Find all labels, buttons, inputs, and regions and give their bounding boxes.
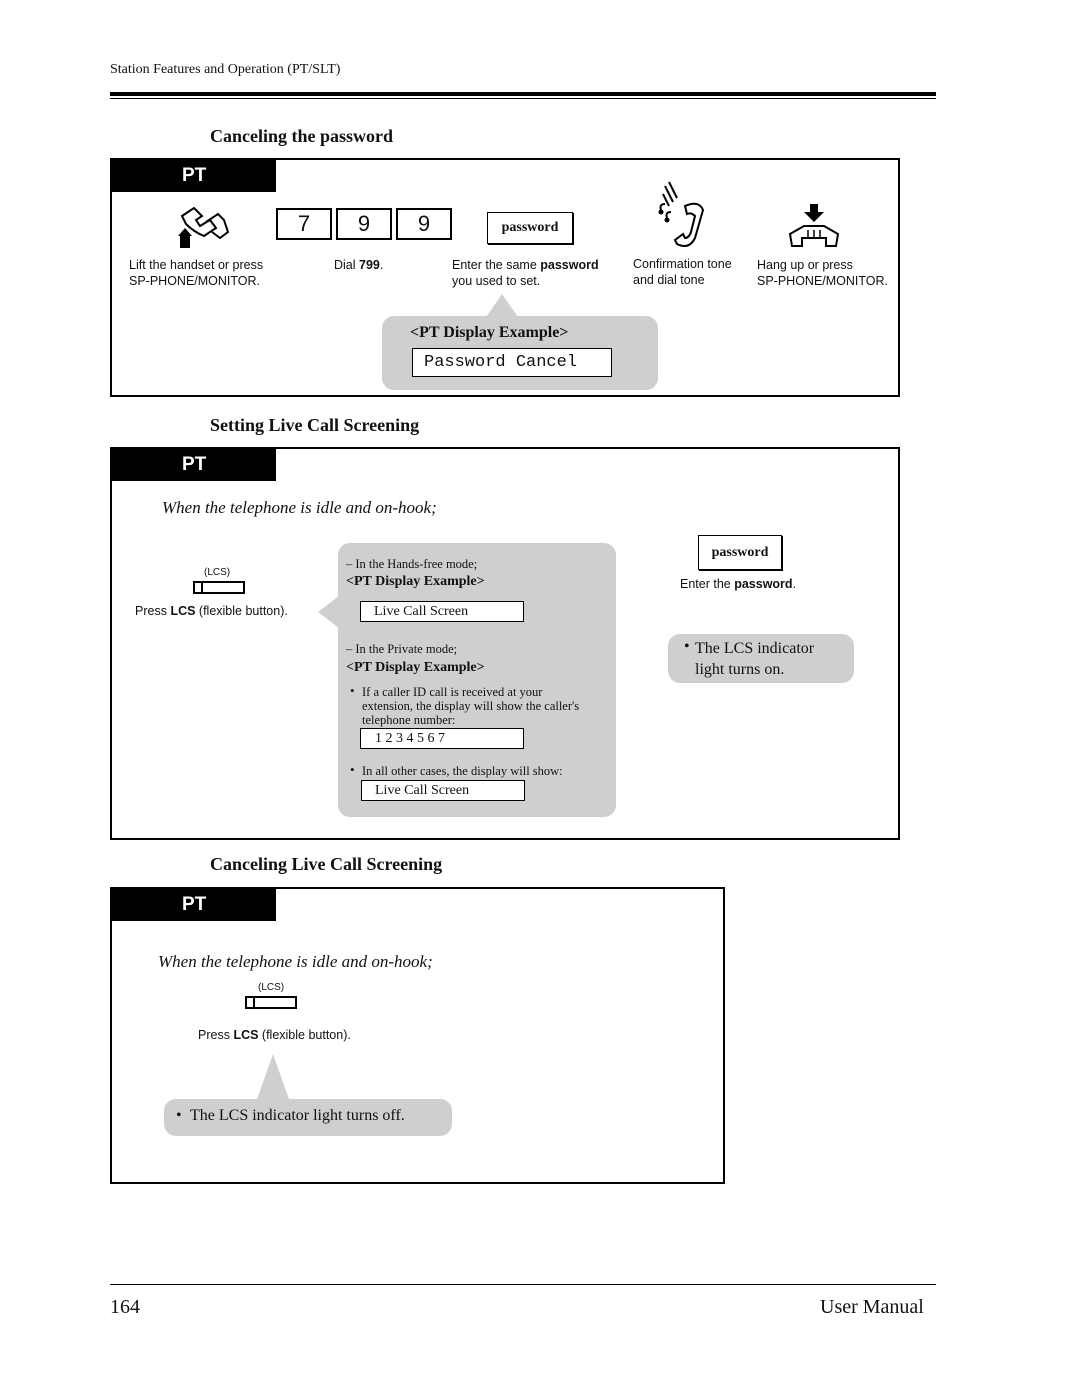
- hang-up-icon: [788, 204, 840, 247]
- caption-tone-line1: Confirmation tone: [633, 257, 732, 271]
- password-entry-box[interactable]: password: [487, 212, 573, 244]
- idle-instruction: When the telephone is idle and on-hook;: [158, 952, 433, 971]
- caller-note-line3: telephone number:: [362, 713, 456, 727]
- section-title-canceling-password: Canceling the password: [210, 126, 394, 146]
- caption-lift-line1: Lift the handset or press: [129, 258, 264, 272]
- press-bold: LCS: [233, 1028, 259, 1042]
- caption-lift-handset: Lift the handset or press SP-PHONE/MONIT…: [129, 257, 263, 289]
- display-example-bubble: <PT Display Example> Password Cancel: [382, 316, 658, 390]
- off-hook-icon: [178, 206, 230, 248]
- caller-note-line2: extension, the display will show the cal…: [362, 699, 580, 713]
- caller-note-line1: If a caller ID call is received at your: [362, 685, 543, 699]
- press-suffix: (flexible button).: [258, 1028, 351, 1042]
- running-header: Station Features and Operation (PT/SLT): [110, 62, 341, 77]
- private-mode: – In the Private mode;: [346, 642, 458, 656]
- display-screen-number: 1 2 3 4 5 6 7: [360, 728, 524, 749]
- caption-enter-prefix: Enter the same: [452, 258, 541, 272]
- password-entry-box[interactable]: password: [698, 535, 782, 570]
- handsfree-mode: – In the Hands-free mode;: [346, 557, 478, 571]
- bullet-indicator: •: [176, 1107, 182, 1124]
- header-rule-thick: [110, 92, 936, 96]
- dial-key-7[interactable]: 7: [276, 208, 332, 240]
- lcs-label: (LCS): [258, 982, 285, 993]
- page-number: 164: [110, 1296, 140, 1318]
- caption-enter-bold: password: [540, 258, 599, 272]
- panel-canceling-password: PT 7 9 9 password Lift the handset or pr…: [110, 158, 900, 397]
- indicator-off-bubble: • The LCS indicator light turns off.: [164, 1099, 452, 1136]
- footer-rule: [110, 1284, 936, 1285]
- caption-dial-suffix: .: [379, 258, 384, 272]
- pt-tab: PT: [112, 160, 276, 192]
- caller-id-note: If a caller ID call is received at your …: [362, 685, 579, 727]
- press-suffix: (flexible button).: [195, 604, 288, 618]
- panel-setting-lcs: PT When the telephone is idle and on-hoo…: [110, 447, 900, 840]
- press-bold: LCS: [170, 604, 196, 618]
- dial-keys: 7 9 9: [276, 208, 452, 240]
- confirmation-tone-icon: [658, 181, 705, 247]
- bullet-indicator: •: [684, 638, 690, 655]
- bubble-pointer-up: [256, 1054, 290, 1102]
- lcs-label: (LCS): [204, 567, 231, 578]
- caption-hang-line2: SP-PHONE/MONITOR.: [757, 274, 889, 288]
- caption-enter-password: Enter the same password you used to set.: [452, 257, 599, 289]
- press-prefix: Press: [135, 604, 171, 618]
- idle-instruction: When the telephone is idle and on-hook;: [162, 498, 437, 517]
- panel-canceling-lcs: PT When the telephone is idle and on-hoo…: [110, 887, 725, 1184]
- press-prefix: Press: [198, 1028, 234, 1042]
- caption-press-lcs: Press LCS (flexible button).: [135, 603, 288, 619]
- display-screen-handsfree: Live Call Screen: [360, 601, 524, 622]
- display-screen-private: Live Call Screen: [361, 780, 525, 801]
- display-example-label: <PT Display Example>: [410, 324, 569, 341]
- bullet-2: •: [350, 762, 355, 777]
- indicator-on-text: The LCS indicator light turns on.: [695, 638, 814, 680]
- bubble-pointer: [484, 294, 520, 320]
- enter-bold: password: [734, 577, 793, 591]
- caption-dial-code: 799: [359, 258, 380, 272]
- caption-enter-line2: you used to set.: [452, 274, 541, 288]
- caption-confirmation-tone: Confirmation tone and dial tone: [633, 256, 732, 288]
- pt-tab: PT: [112, 449, 276, 481]
- lcs-button[interactable]: [193, 581, 245, 594]
- caption-tone-line2: and dial tone: [633, 273, 705, 287]
- dial-key-9[interactable]: 9: [336, 208, 392, 240]
- indicator-line2: light turns on.: [695, 661, 785, 678]
- indicator-line1: The LCS indicator: [695, 640, 815, 657]
- caption-press-lcs: Press LCS (flexible button).: [198, 1027, 351, 1043]
- caption-hang-line1: Hang up or press: [757, 258, 853, 272]
- display-examples-bubble: – In the Hands-free mode; <PT Display Ex…: [338, 543, 616, 817]
- lcs-button[interactable]: [245, 996, 297, 1009]
- caption-enter-password: Enter the password.: [680, 576, 796, 592]
- section-title-setting-lcs: Setting Live Call Screening: [210, 415, 420, 435]
- other-cases-note: In all other cases, the display will sho…: [362, 764, 563, 778]
- section-title-canceling-lcs: Canceling Live Call Screening: [210, 854, 443, 874]
- enter-suffix: .: [792, 577, 797, 591]
- header-rule-thin: [110, 98, 936, 99]
- bullet-1: •: [350, 683, 355, 698]
- caption-lift-line2: SP-PHONE/MONITOR.: [129, 274, 261, 288]
- manual-title: User Manual: [820, 1296, 924, 1318]
- bubble-pointer-left: [318, 595, 340, 629]
- indicator-on-bubble: • The LCS indicator light turns on.: [668, 634, 854, 683]
- indicator-off-text: The LCS indicator light turns off.: [190, 1107, 405, 1124]
- dial-key-9-second[interactable]: 9: [396, 208, 452, 240]
- display-example-label-1: <PT Display Example>: [346, 574, 485, 589]
- caption-dial: Dial 799.: [334, 257, 383, 273]
- caption-dial-prefix: Dial: [334, 258, 360, 272]
- enter-prefix: Enter the: [680, 577, 735, 591]
- pt-tab: PT: [112, 889, 276, 921]
- caption-hang-up: Hang up or press SP-PHONE/MONITOR.: [757, 257, 888, 289]
- display-screen: Password Cancel: [412, 348, 612, 377]
- display-example-label-2: <PT Display Example>: [346, 660, 485, 675]
